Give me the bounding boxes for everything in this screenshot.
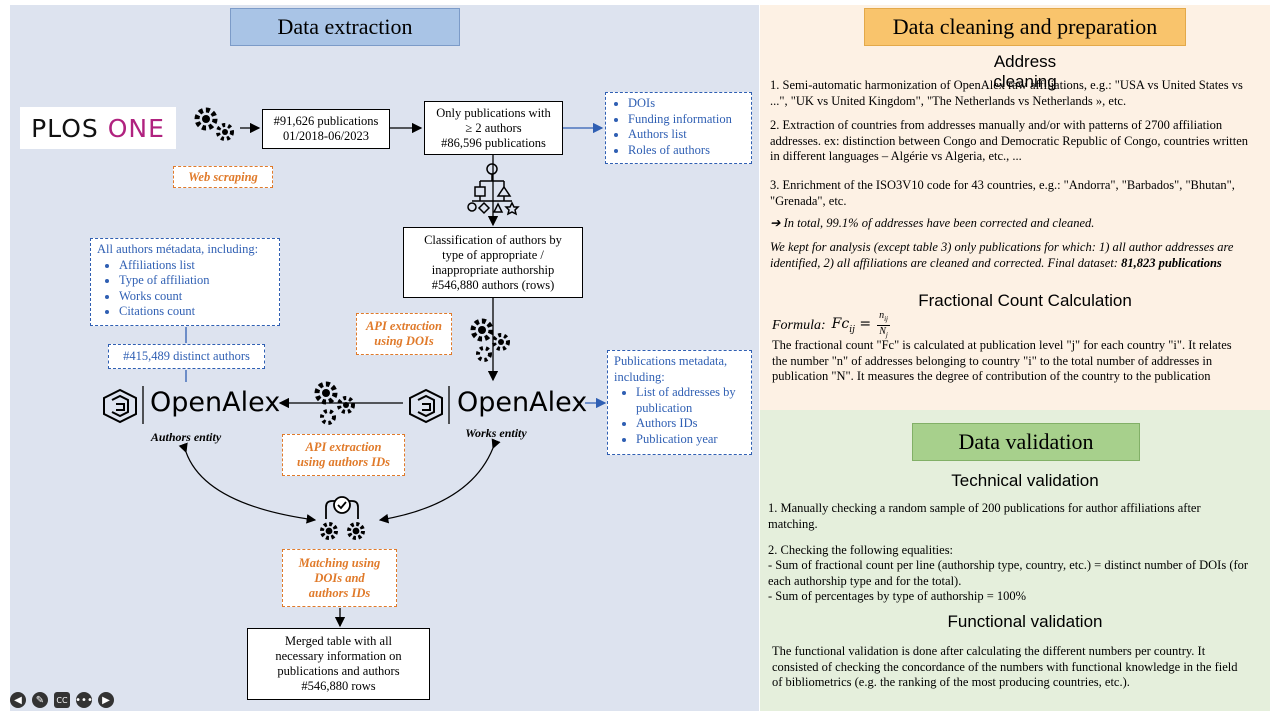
api-label-line: using DOIs xyxy=(374,334,434,348)
web-scraping-label: Web scraping xyxy=(173,166,273,188)
data-cleaning-title: Data cleaning and preparation xyxy=(864,8,1186,46)
list-item: Authors list xyxy=(628,127,751,143)
api-label-line: API extraction xyxy=(365,319,443,333)
api-dois-label: API extraction using DOIs xyxy=(356,313,452,355)
publications-box: #91,626 publications 01/2018-06/2023 xyxy=(262,109,390,149)
list-item: Type of affiliation xyxy=(119,273,273,289)
classification-line: inappropriate authorship xyxy=(431,262,555,277)
gear-icon xyxy=(314,381,355,425)
fractional-count-description: The fractional count "Fc" is calculated … xyxy=(772,338,1232,383)
works-entity-label: Works entity xyxy=(465,426,527,440)
hierarchy-icon xyxy=(467,163,520,216)
filter-line: #86,596 publications xyxy=(441,135,546,150)
plos-one-logo: PLOS ONE xyxy=(20,107,176,149)
list-item: Citations count xyxy=(119,304,273,320)
doi-info-list: DOIs Funding information Authors list Ro… xyxy=(605,92,752,164)
plos-logo-text: PLOS ONE xyxy=(31,113,165,143)
technical-step-2-head: 2. Checking the following equalities: xyxy=(768,543,954,557)
classification-box: Classification of authors by type of app… xyxy=(403,227,583,298)
captions-icon[interactable]: CC xyxy=(54,692,70,708)
openalex-authors-name: OpenAlex xyxy=(150,387,281,418)
cleaning-step-1: 1. Semi-automatic harmonization of OpenA… xyxy=(770,78,1243,108)
cleaning-step-3: 3. Enrichment of the ISO3V10 code for 43… xyxy=(770,178,1235,208)
pubs-meta-title: including: xyxy=(614,369,665,384)
classification-line: #546,880 authors (rows) xyxy=(431,277,555,292)
fractional-count-title: Fractional Count Calculation xyxy=(918,291,1132,310)
authors-entity-label: Authors entity xyxy=(150,430,222,444)
filter-line: ≥ 2 authors xyxy=(465,120,522,135)
openalex-logo-icon xyxy=(409,388,443,424)
pubs-meta-title: Publications metadata, xyxy=(614,354,728,368)
cleaning-total: ➔ In total, 99.1% of addresses have been… xyxy=(770,216,1095,230)
merged-line: necessary information on xyxy=(275,649,402,663)
merged-line: Merged table with all xyxy=(284,634,393,648)
distinct-authors-box: #415,489 distinct authors xyxy=(108,344,265,369)
api-label-line: API extraction xyxy=(305,440,382,454)
list-item: Funding information xyxy=(628,112,751,128)
publications-metadata-list: Publications metadata, including: List o… xyxy=(607,350,752,455)
slide-controls: ◀ ✎ CC ••• ▶ xyxy=(10,692,114,708)
authors-meta-title: All authors métadata, including: xyxy=(97,242,259,256)
matching-line: Matching using xyxy=(298,555,381,570)
curve-works-matching xyxy=(378,438,501,524)
merged-line: publications and authors xyxy=(277,664,400,678)
cleaning-kept: We kept for analysis (except table 3) on… xyxy=(770,240,1250,271)
technical-step-2a: - Sum of fractional count per line (auth… xyxy=(768,558,1249,588)
technical-step-2b: - Sum of percentages by type of authorsh… xyxy=(768,589,1027,603)
matching-gears-icon xyxy=(320,496,365,540)
filter-box: Only publications with ≥ 2 authors #86,5… xyxy=(424,101,563,155)
pen-icon[interactable]: ✎ xyxy=(32,692,48,708)
forward-icon[interactable]: ▶ xyxy=(98,692,114,708)
cleaning-step-2: 2. Extraction of countries from addresse… xyxy=(770,118,1249,163)
list-item: Publication year xyxy=(636,432,745,448)
gear-icon xyxy=(470,318,510,362)
address-cleaning-title: Address cleaning xyxy=(993,52,1057,91)
data-cleaning-panel xyxy=(760,5,1270,410)
matching-line: DOIs and xyxy=(314,570,365,585)
classification-line: Classification of authors by xyxy=(424,232,562,247)
technical-step-1: 1. Manually checking a random sample of … xyxy=(768,501,1201,531)
api-label-line: using authors IDs xyxy=(296,455,391,469)
formula: Formula: Fcij = nij Nj xyxy=(772,310,890,341)
formula-fraction: nij Nj xyxy=(877,310,890,339)
api-authors-label: API extraction using authors IDs xyxy=(282,434,405,476)
matching-line: authors IDs xyxy=(308,585,371,600)
merged-table-box: Merged table with all necessary informat… xyxy=(247,628,430,700)
data-validation-title: Data validation xyxy=(912,423,1140,461)
formula-label: Formula: xyxy=(772,317,826,333)
final-dataset: 81,823 publications xyxy=(1121,255,1222,270)
classification-line: type of appropriate / xyxy=(442,247,544,262)
kept-text: We kept for analysis (except table 3) on… xyxy=(770,240,1234,270)
authors-metadata-list: All authors métadata, including: Affilia… xyxy=(90,238,280,326)
gear-icon xyxy=(194,107,234,141)
back-icon[interactable]: ◀ xyxy=(10,692,26,708)
list-item: Authors IDs xyxy=(636,416,745,432)
list-item: Affiliations list xyxy=(119,258,273,274)
openalex-works-name: OpenAlex xyxy=(457,387,588,418)
merged-line: #546,880 rows xyxy=(301,679,376,693)
list-item: Roles of authors xyxy=(628,143,751,159)
functional-description: The functional validation is done after … xyxy=(772,644,1238,689)
data-extraction-title: Data extraction xyxy=(230,8,460,46)
curve-authors-matching xyxy=(178,442,317,524)
list-item: Works count xyxy=(119,289,273,305)
list-item: DOIs xyxy=(628,96,751,112)
openalex-logo-icon xyxy=(103,388,137,424)
technical-validation-title: Technical validation xyxy=(951,471,1099,490)
matching-label: Matching using DOIs and authors IDs xyxy=(282,549,397,607)
list-item: List of addresses by publication xyxy=(636,385,745,416)
functional-validation-title: Functional validation xyxy=(947,612,1103,631)
filter-line: Only publications with xyxy=(436,105,551,120)
pubs-period: 01/2018-06/2023 xyxy=(282,129,370,143)
pubs-count: #91,626 publications xyxy=(273,114,379,128)
more-icon[interactable]: ••• xyxy=(75,692,93,708)
formula-expression: Fcij = xyxy=(831,316,872,335)
